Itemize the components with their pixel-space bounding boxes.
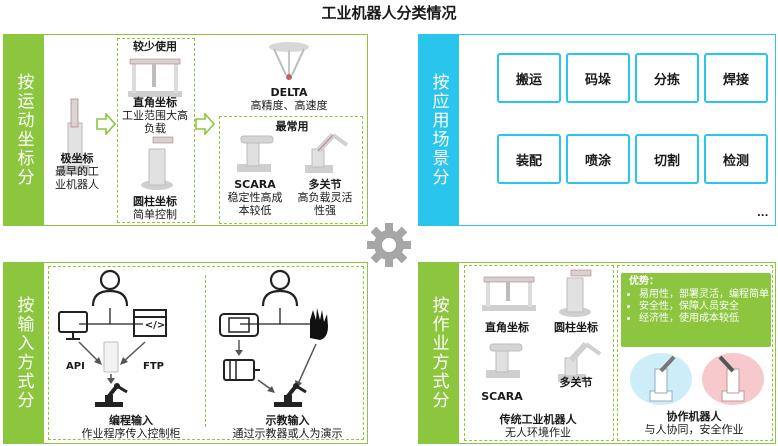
programming-label: 编程输入作业程序传入控制柜 [81,414,181,440]
teaching-diagram [219,269,328,407]
programming-diagram [58,269,167,407]
monitor-icon [58,311,88,333]
scara-robot-image [237,135,274,172]
cartesian-robot-image [482,276,536,311]
traditional-label: 传统工业机器人无人环境作业 [499,413,577,439]
traditional-group [464,265,614,441]
scara-robot-image [486,343,523,378]
panel-application-scenes: 按应用场景分 [418,34,776,226]
articulated-robot-image [558,341,602,382]
api-label: API [66,361,85,372]
polar-label: 极坐标最早的工业机器人 [55,152,99,191]
code-icon-text: </> [144,320,166,331]
robot-arm-icon [95,383,128,407]
most-used-group [219,116,363,224]
person-icon [99,269,121,291]
gear-icon [367,223,411,267]
motor-icon [223,359,260,381]
less-used-group [117,38,195,223]
page-title: 工业机器人分类情况 [321,4,457,22]
cartesian-label: 直角坐标工业范围大高负载 [122,96,188,135]
tile-spraying: 喷涂 [566,134,630,184]
control-cabinet-icon [103,341,119,373]
less-used-label: 较少使用 [133,40,177,53]
arrow-right-icon [195,113,215,135]
ftp-label: FTP [143,361,164,372]
advantages-heading: 优势： [629,276,659,287]
work-side-label: 按作业方式分 [419,263,459,443]
panel-input-method: 按输入方式分 [3,262,368,444]
cylindrical-robot-image [141,136,174,190]
articulated-robot-image [305,132,349,173]
delta-robot-image [269,42,309,80]
tile-handling: 搬运 [497,53,561,103]
tile-assembly: 装配 [497,134,561,184]
hand-icon [310,308,328,340]
tile-cutting: 切割 [635,134,699,184]
tile-sorting: 分拣 [635,53,699,103]
code-window-icon [133,309,167,337]
cylindrical-robot-image [559,269,592,317]
advantage-item: 安全性，保障人员安全 [639,301,771,313]
cylindrical-label: 圆柱坐标简单控制 [133,195,177,221]
polar-robot-image [60,98,90,175]
cobot-image-pink [702,353,764,405]
work-cylindrical-label: 圆柱坐标 [554,321,598,334]
motion-side-label: 按运动坐标分 [4,35,44,225]
more-indicator: ... [757,208,769,219]
robot-arm-icon [274,383,307,407]
tile-welding: 焊接 [704,53,768,103]
arrow-right-icon [96,113,116,135]
input-inner-frame [48,266,364,440]
teaching-label: 示教输入通过示教器或人为演示 [232,414,343,440]
work-scara-label: SCARA [481,390,523,403]
advantage-item: 易用性，部署灵活，编程简单 [639,289,771,301]
articulated-label: 多关节高负载灵活性强 [297,178,353,217]
cartesian-robot-image [128,58,182,97]
cobot-image-blue [630,353,692,405]
cobot-group [617,265,773,441]
panel-motion-coordinates: 按运动坐标分 极坐标最早的工业机器人 较少使用 直角坐标工业范围大高负载 圆柱坐… [3,34,368,226]
advantages-box: 优势： 易用性，部署灵活，编程简单 安全性，保障人员安全 经济性，使用成本较低 [621,273,771,347]
work-cartesian-label: 直角坐标 [485,321,529,334]
input-divider [205,275,206,427]
panel-work-mode: 按作业方式分 [418,262,776,444]
input-side-label: 按输入方式分 [4,263,44,443]
cobot-label: 协作机器人与人协同，安全作业 [644,410,744,436]
tile-inspection: 检测 [704,134,768,184]
person-icon [269,269,291,291]
teach-pendant-icon [219,313,259,337]
application-side-label: 按应用场景分 [419,35,459,225]
advantage-item: 经济性，使用成本较低 [639,313,771,325]
tile-palletizing: 码垛 [566,53,630,103]
work-articulated-label: 多关节 [559,376,593,389]
most-used-label: 最常用 [275,120,309,133]
